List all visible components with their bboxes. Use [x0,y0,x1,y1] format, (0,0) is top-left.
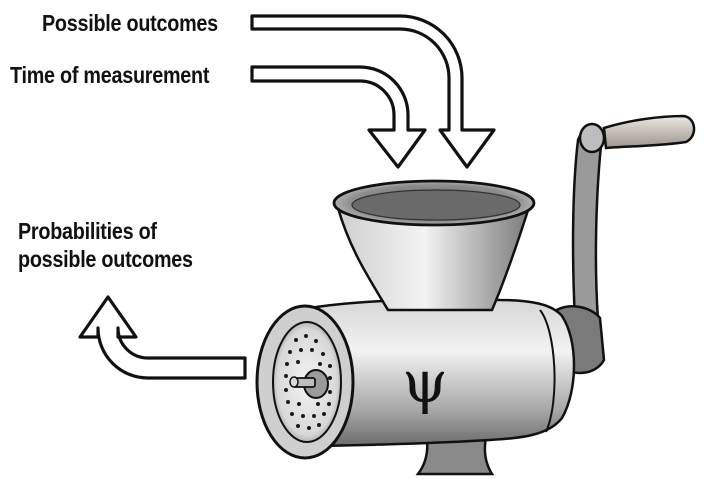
arrow-down-icon [250,65,427,169]
label-possible-outcomes: Possible outcomes [42,10,218,36]
label-probabilities-line1: Probabilities of [18,218,157,244]
psi-symbol: ψ [402,348,447,416]
label-time-of-measurement: Time of measurement [10,62,210,88]
hopper-opening [351,189,521,221]
grinder-hopper [336,202,532,312]
center-bolt [289,369,329,399]
arrow-up-icon [78,295,247,380]
crank-handle [602,114,696,150]
label-probabilities-line2: possible outcomes [18,245,193,272]
meat-grinder-icon [255,114,696,476]
crank-hub [578,122,606,154]
label-probabilities: Probabilities of possible outcomes [18,218,193,273]
crank-arm [571,128,604,322]
input-arrow-possible-outcomes [250,14,496,169]
body-ring [539,309,556,433]
face-holes [284,334,332,430]
arrow-down-icon [250,14,496,169]
output-arrow-probabilities [78,295,247,380]
input-arrow-time-of-measurement [250,65,427,169]
